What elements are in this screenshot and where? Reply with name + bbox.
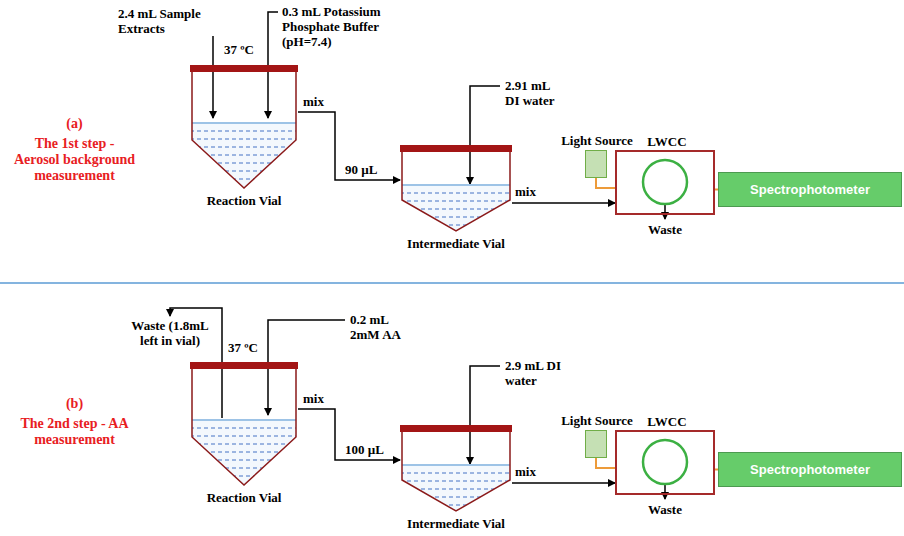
liquid-hatch <box>400 505 512 506</box>
liquid-hatch <box>190 179 298 180</box>
lwcc-cell: LWCC <box>615 430 715 495</box>
vial-cap <box>400 425 512 432</box>
liquid-fill <box>190 420 298 487</box>
annotation: mix <box>303 391 333 406</box>
light-source: Light Source <box>585 430 607 458</box>
annotation: 2.91 mL DI water <box>505 78 565 108</box>
annotation: mix <box>303 94 333 109</box>
annotation: 2.4 mL Sample Extracts <box>118 6 218 36</box>
flow-arrow <box>298 409 400 460</box>
light-source: Light Source <box>585 150 607 178</box>
box-label: Spectrophotometer <box>719 173 901 206</box>
liquid-fill <box>190 123 298 190</box>
vial-cap <box>190 65 298 72</box>
liquid-hatch <box>190 468 298 469</box>
annotation: Waste <box>640 502 690 517</box>
liquid-hatch <box>400 193 512 194</box>
liquid-surface <box>400 464 512 466</box>
step-label: The 1st step - Aerosol background measur… <box>12 136 137 184</box>
coil-loop <box>643 440 687 484</box>
vial-shape <box>400 425 512 513</box>
annotation: 0.3 mL Potassium Phosphate Buffer (pH=7.… <box>282 4 412 49</box>
panel-divider <box>0 282 904 284</box>
liquid-hatch <box>400 225 512 226</box>
vial-cap <box>190 362 298 369</box>
node-label: Light Source <box>561 133 633 148</box>
liquid-hatch <box>400 473 512 474</box>
spectrophotometer-box: Spectrophotometer <box>718 452 902 487</box>
annotation: 2.9 mL DI water <box>505 358 565 388</box>
coil-loop <box>643 160 687 204</box>
liquid-surface <box>190 122 298 124</box>
waste-line <box>664 205 666 219</box>
liquid-hatch <box>190 444 298 445</box>
vial-cap <box>400 145 512 152</box>
node-label: Light Source <box>561 413 633 428</box>
liquid-hatch <box>400 497 512 498</box>
reaction-vial: Reaction Vial <box>190 362 298 505</box>
step-label: (b) <box>12 396 137 412</box>
annotation: 37 ºC <box>224 42 268 57</box>
node-label: LWCC <box>592 414 742 429</box>
vial-liquid <box>190 420 298 487</box>
liquid-hatch <box>400 201 512 202</box>
intermediate-vial: Intermediate Vial <box>400 145 512 251</box>
coil-symbol <box>617 432 713 493</box>
lwcc-cell: LWCC <box>615 150 715 215</box>
vial-outline <box>402 432 510 511</box>
node-label: LWCC <box>592 134 742 149</box>
input-line <box>212 36 214 118</box>
node-label: Reaction Vial <box>175 193 313 208</box>
liquid-hatch <box>190 163 298 164</box>
annotation: 37 ºC <box>228 340 268 355</box>
vial-outline <box>402 152 510 231</box>
liquid-hatch <box>190 131 298 132</box>
liquid-hatch <box>190 428 298 429</box>
vial-liquid <box>190 123 298 190</box>
vial-outline <box>192 369 296 485</box>
vial-shape <box>190 65 298 190</box>
liquid-hatch <box>400 481 512 482</box>
edge-label: 100 µL <box>343 442 386 457</box>
liquid-hatch <box>190 139 298 140</box>
step-label: (a) <box>12 116 137 132</box>
reaction-vial: Reaction Vial <box>190 65 298 208</box>
annotation: mix <box>515 184 545 199</box>
input-line <box>470 86 500 184</box>
edge-label: 90 µL <box>343 162 379 177</box>
annotation: mix <box>515 464 545 479</box>
coil-symbol <box>617 152 713 213</box>
liquid-hatch <box>190 171 298 172</box>
liquid-surface <box>400 184 512 186</box>
annotation: Waste (1.8mL left in vial) <box>122 318 218 348</box>
vial-shape <box>190 362 298 487</box>
annotation: 0.2 mL 2mM AA <box>350 312 410 342</box>
box-label: Spectrophotometer <box>719 453 901 486</box>
liquid-surface <box>190 419 298 421</box>
input-line <box>470 366 500 464</box>
intermediate-vial: Intermediate Vial <box>400 425 512 531</box>
vial-outline <box>192 72 296 188</box>
liquid-hatch <box>400 217 512 218</box>
liquid-hatch <box>190 452 298 453</box>
optical-line <box>596 458 615 468</box>
node-label: Intermediate Vial <box>385 236 527 251</box>
liquid-hatch <box>190 460 298 461</box>
liquid-hatch <box>190 147 298 148</box>
liquid-hatch <box>190 476 298 477</box>
waste-line <box>664 485 666 499</box>
flow-arrow <box>298 112 400 180</box>
spectrophotometer-box: Spectrophotometer <box>718 172 902 207</box>
vial-shape <box>400 145 512 233</box>
annotation: Waste <box>640 222 690 237</box>
optical-line <box>596 178 615 188</box>
node-label: Reaction Vial <box>175 490 313 505</box>
flow-arrow <box>512 202 615 204</box>
liquid-hatch <box>190 436 298 437</box>
step-label: The 2nd step - AA measurement <box>12 416 137 448</box>
liquid-hatch <box>190 155 298 156</box>
flow-arrow <box>512 482 615 484</box>
node-label: Intermediate Vial <box>385 516 527 531</box>
